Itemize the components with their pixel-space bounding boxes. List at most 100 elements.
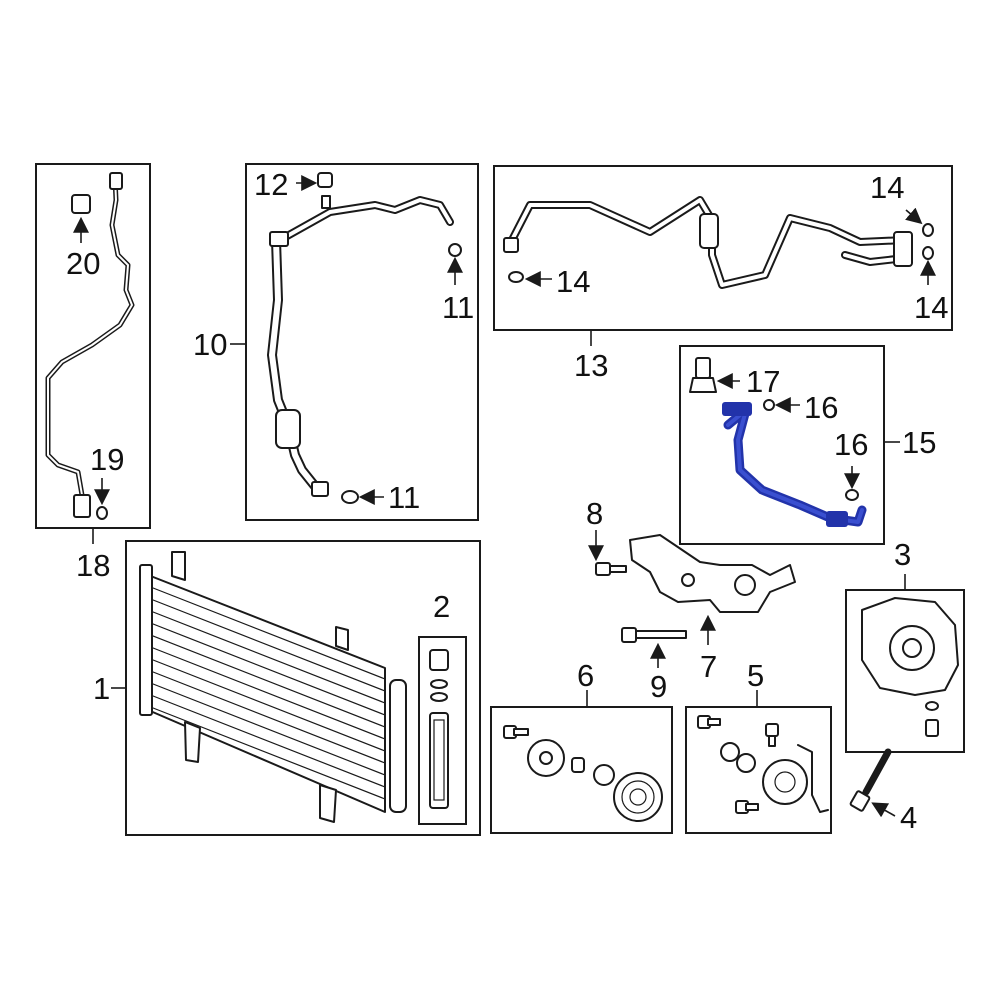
compressor-washer bbox=[925, 701, 939, 711]
condenser-bracket-mid bbox=[335, 626, 349, 651]
desiccant-part bbox=[429, 712, 449, 809]
callout-10: 10 bbox=[193, 327, 227, 362]
coil-bolt-b-shank bbox=[768, 735, 776, 747]
group-3-compressor[interactable]: 3 bbox=[845, 537, 965, 753]
coil-ring-a bbox=[720, 742, 740, 762]
leader-14-top bbox=[905, 207, 923, 225]
bolt-8-head bbox=[595, 562, 611, 576]
callout-18: 18 bbox=[76, 548, 110, 583]
condenser-bracket-bottom-right bbox=[319, 784, 337, 823]
liquid-block bbox=[699, 213, 719, 249]
callout-9: 9 bbox=[650, 669, 667, 704]
condenser-bracket-top bbox=[171, 551, 186, 581]
group-4-bolt[interactable]: 4 bbox=[849, 748, 917, 835]
o-ring-14-top-part bbox=[922, 223, 934, 237]
group-2-box bbox=[418, 636, 467, 825]
group-10-suction-hose[interactable]: 12 11 11 10 bbox=[193, 163, 479, 521]
field-coil-part bbox=[762, 759, 808, 805]
callout-17: 17 bbox=[746, 364, 780, 399]
bolt-9-shank bbox=[635, 630, 687, 639]
bracket-hole bbox=[681, 573, 695, 587]
group-6-box bbox=[490, 706, 673, 834]
receiver-plug bbox=[429, 649, 449, 671]
bolt-9-head bbox=[621, 627, 637, 643]
service-port bbox=[321, 195, 331, 209]
condenser-core bbox=[147, 574, 386, 813]
callout-19: 19 bbox=[90, 442, 124, 477]
condenser-fins bbox=[147, 585, 386, 800]
liquid-fitting-left bbox=[503, 237, 519, 253]
callout-2: 2 bbox=[433, 589, 450, 624]
sensor-17-base bbox=[689, 377, 717, 393]
bolt-8-shank bbox=[609, 565, 627, 573]
group-18-discharge-hose[interactable]: 20 19 18 bbox=[35, 163, 151, 583]
callout-1: 1 bbox=[93, 671, 110, 706]
bolt-4-shank bbox=[862, 748, 892, 796]
condenser-receiver bbox=[389, 679, 407, 813]
fitting-lower bbox=[311, 481, 329, 497]
callout-13: 13 bbox=[574, 348, 608, 383]
compressor-hub bbox=[902, 638, 922, 658]
callout-11-upper: 11 bbox=[442, 290, 474, 325]
sensor-17-body bbox=[695, 357, 711, 379]
group-15-box bbox=[679, 345, 885, 545]
clutch-pulley bbox=[613, 772, 663, 822]
coil-bolt-a-shank bbox=[707, 718, 721, 726]
group-10-box bbox=[245, 163, 479, 521]
coil-ring-b bbox=[736, 753, 756, 773]
group-5-field-coil[interactable]: 5 bbox=[685, 658, 832, 834]
coil-bolt-c-shank bbox=[745, 803, 759, 811]
hose-top-fitting bbox=[722, 402, 752, 416]
callout-16-upper: 16 bbox=[804, 390, 838, 425]
hose-fitting-bottom bbox=[73, 494, 91, 518]
hose-end-fitting bbox=[826, 511, 848, 527]
receiver-o-ring-b bbox=[430, 692, 448, 702]
cap-20-part bbox=[71, 194, 91, 214]
coil-wire bbox=[797, 744, 829, 813]
hose-fitting-top bbox=[109, 172, 123, 190]
callout-15: 15 bbox=[902, 425, 936, 460]
o-ring-19-part bbox=[96, 506, 108, 520]
fitting-upper bbox=[269, 231, 289, 247]
condenser-bracket-bottom-left bbox=[184, 721, 201, 763]
group-6-clutch[interactable]: 6 bbox=[490, 658, 673, 834]
clutch-plate-hub bbox=[539, 751, 553, 765]
callout-5: 5 bbox=[747, 658, 764, 693]
muffler-part bbox=[275, 409, 301, 449]
group-7-bracket[interactable]: 7 8 9 bbox=[586, 496, 796, 704]
callout-11-lower: 11 bbox=[388, 480, 420, 515]
o-ring-14-left-part bbox=[508, 271, 524, 283]
group-13-box bbox=[493, 165, 953, 331]
o-ring-11-lower-part bbox=[341, 490, 359, 504]
leader-4 bbox=[871, 802, 896, 818]
clutch-snap-ring bbox=[593, 764, 615, 786]
callout-6: 6 bbox=[577, 658, 594, 693]
cap-12-part bbox=[317, 172, 333, 188]
callout-16-lower: 16 bbox=[834, 427, 868, 462]
clutch-shim bbox=[571, 757, 585, 773]
group-15-hose-highlighted[interactable]: 17 16 16 15 bbox=[679, 345, 936, 545]
bracket-boss bbox=[734, 574, 756, 596]
callout-20: 20 bbox=[66, 246, 100, 281]
receiver-o-ring-a bbox=[430, 679, 448, 689]
callout-3: 3 bbox=[894, 537, 911, 572]
callout-14-top: 14 bbox=[870, 170, 904, 205]
callout-12: 12 bbox=[254, 167, 288, 202]
group-13-liquid-line[interactable]: 14 14 14 13 bbox=[493, 165, 953, 383]
bracket-7-part bbox=[629, 534, 796, 613]
callout-14-left: 14 bbox=[556, 264, 590, 299]
o-ring-16-lower-part bbox=[845, 489, 859, 501]
group-1-condenser[interactable]: 1 bbox=[93, 540, 481, 836]
clutch-bolt-shank bbox=[513, 728, 529, 736]
callout-8: 8 bbox=[586, 496, 603, 531]
o-ring-16-upper-part bbox=[763, 399, 775, 411]
liquid-fitting-right bbox=[893, 231, 913, 267]
group-2-receiver-parts[interactable]: 2 bbox=[418, 589, 467, 825]
compressor-plug bbox=[925, 719, 939, 737]
coil-bolt-b-head bbox=[765, 723, 779, 737]
condenser-tank-left bbox=[139, 564, 153, 716]
o-ring-11-upper-part bbox=[448, 243, 462, 257]
callout-4: 4 bbox=[900, 800, 917, 835]
